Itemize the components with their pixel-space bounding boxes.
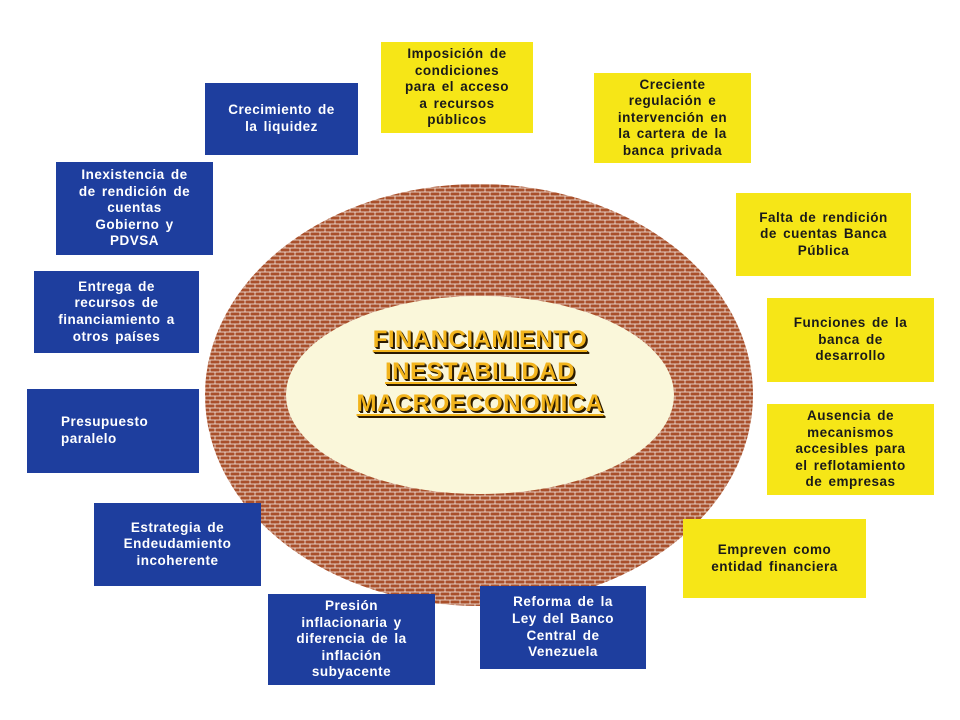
box-text-line: mecanismos — [807, 424, 894, 440]
box-text-line: Estrategia de — [130, 519, 225, 535]
box-text-line: Entrega de — [78, 278, 155, 294]
box-ausencia-mecanismos: Ausencia de mecanismos accesibles para e… — [767, 404, 934, 495]
box-text-line: banca privada — [622, 142, 723, 158]
box-falta-rendicion-banca-publica: Falta de rendición de cuentas Banca Públ… — [736, 193, 911, 276]
box-text-line: Central de — [526, 627, 600, 643]
box-text-line: de cuentas Banca — [760, 226, 887, 242]
box-empreven-entidad-financiera: Empreven como entidad financiera — [683, 519, 866, 598]
box-text-line: Reforma de la — [513, 594, 613, 610]
box-text-line: Presupuesto — [61, 414, 149, 430]
center-title-line: MACROECONOMICA — [356, 390, 604, 417]
box-text-line: la liquidez — [245, 119, 318, 134]
box-text-line: PDVSA — [109, 233, 159, 249]
box-presupuesto-paralelo: Presupuesto paralelo — [27, 389, 199, 473]
box-text-line: regulación e — [628, 93, 717, 109]
box-text-line: cuentas — [107, 200, 162, 216]
box-text-line: Venezuela — [528, 644, 598, 660]
box-text-line: Imposición de — [407, 46, 507, 62]
box-text-line: a recursos — [419, 95, 495, 111]
box-text-line: condiciones — [414, 62, 500, 78]
box-text-line: públicos — [427, 112, 487, 128]
box-presion-inflacionaria: Presión inflacionaria y diferencia de la… — [268, 594, 435, 685]
box-text-line: financiamiento a — [58, 312, 175, 327]
box-text-line: intervención en — [617, 109, 728, 125]
box-text-line: accesibles para — [795, 441, 906, 457]
box-text-line: Falta de rendición — [759, 209, 888, 225]
box-text-line: Endeudamiento — [123, 536, 232, 552]
box-text-line: entidad financiera — [711, 558, 838, 574]
box-text-line: de empresas — [805, 474, 896, 490]
box-text-line: diferencia de la — [296, 631, 407, 647]
box-text-line: recursos de — [74, 295, 159, 311]
box-text-line: otros países — [72, 328, 161, 344]
box-funciones-banca-desarrollo: Funciones de la banca de desarrollo — [767, 298, 934, 382]
box-text-line: inflacionaria y — [301, 614, 402, 630]
box-text-line: incoherente — [136, 552, 219, 568]
box-inexistencia-rendicion: Inexistencia de de rendición de cuentas … — [56, 162, 213, 255]
box-text-line: para el acceso — [404, 79, 510, 95]
box-estrategia-endeudamiento: Estrategia de Endeudamiento incoherente — [94, 503, 261, 586]
box-text-line: Empreven como — [717, 541, 832, 557]
box-text-line: inflación — [321, 647, 382, 663]
center-title: FINANCIAMIENTO INESTABILIDAD MACROECONOM… — [0, 324, 960, 420]
box-crecimiento-liquidez: Crecimiento de la liquidez — [205, 83, 358, 155]
box-text-line: Funciones de la — [793, 315, 908, 331]
box-text-line: Crecimiento de — [228, 102, 335, 118]
box-text-line: banca de — [818, 331, 883, 347]
box-text-line: de rendición de — [78, 183, 191, 199]
box-text-line: Ley del Banco — [511, 610, 615, 626]
box-text-line: desarrollo — [815, 348, 886, 364]
box-text-line: el reflotamiento — [795, 457, 906, 473]
box-text-line: Pública — [797, 242, 850, 258]
box-text-line: Ausencia de — [806, 408, 895, 424]
center-title-line: INESTABILIDAD — [384, 358, 576, 385]
box-creciente-regulacion: Creciente regulación e intervención en l… — [594, 73, 751, 163]
box-imposicion-condiciones: Imposición de condiciones para el acceso… — [381, 42, 533, 133]
box-reforma-ley-banco-central: Reforma de la Ley del Banco Central de V… — [480, 586, 646, 669]
inner-cream-ellipse — [286, 296, 674, 494]
center-title-line: FINANCIAMIENTO — [372, 326, 588, 353]
box-text-line: Inexistencia de — [81, 167, 188, 183]
box-text-line: paralelo — [61, 431, 117, 446]
box-text-line: Creciente — [639, 76, 706, 92]
box-text-line: Gobierno y — [95, 216, 174, 232]
box-text-line: Presión — [324, 598, 379, 614]
box-entrega-recursos: Entrega de recursos de financiamiento a … — [34, 271, 199, 353]
box-text-line: subyacente — [311, 664, 392, 680]
box-text-line: la cartera de la — [618, 126, 727, 142]
